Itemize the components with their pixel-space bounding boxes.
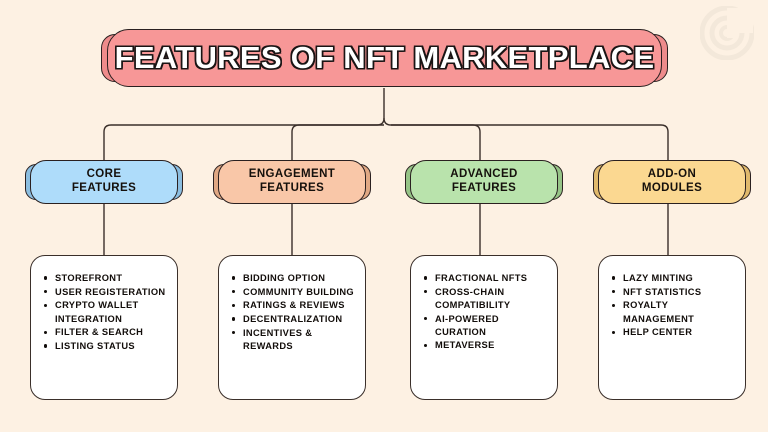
feature-list-item: COMMUNITY BUILDING <box>229 286 357 299</box>
category-label-line2: FEATURES <box>451 182 517 194</box>
category-box[interactable]: ADD-ON MODULES <box>598 160 746 204</box>
feature-list-item: CROSS-CHAIN COMPATIBILITY <box>421 286 549 312</box>
feature-list-item: METAVERSE <box>421 339 549 352</box>
feature-list-item: USER REGISTERATION <box>41 286 169 299</box>
feature-list-item: LAZY MINTING <box>609 272 737 285</box>
category-box[interactable]: CORE FEATURES <box>30 160 178 204</box>
category-box[interactable]: ENGAGEMENT FEATURES <box>218 160 366 204</box>
title-text: FEATURES OF NFT MARKETPLACE <box>114 40 655 75</box>
diagram-title: FEATURES OF NFT MARKETPLACE <box>101 29 668 87</box>
feature-list-item: STOREFRONT <box>41 272 169 285</box>
feature-list-item: AI-POWERED CURATION <box>421 313 549 339</box>
feature-list-item: ROYALTY MANAGEMENT <box>609 299 737 325</box>
feature-list-item: BIDDING OPTION <box>229 272 357 285</box>
category-core-features[interactable]: CORE FEATURES <box>25 160 183 204</box>
feature-list-item: DECENTRALIZATION <box>229 313 357 326</box>
category-advanced-features[interactable]: ADVANCED FEATURES <box>405 160 563 204</box>
category-label-line2: FEATURES <box>71 182 137 194</box>
category-label-line1: ENGAGEMENT <box>248 168 336 181</box>
category-add-on-modules[interactable]: ADD-ON MODULES <box>593 160 751 204</box>
category-label-line2: MODULES <box>641 182 703 194</box>
feature-list-item: HELP CENTER <box>609 326 737 339</box>
feature-list-item: NFT STATISTICS <box>609 286 737 299</box>
feature-list-item: LISTING STATUS <box>41 340 169 353</box>
category-label-line2: FEATURES <box>259 182 325 194</box>
category-label-line1: ADD-ON <box>647 168 697 181</box>
category-label-line1: CORE <box>86 168 122 181</box>
feature-list-item: RATINGS & REVIEWS <box>229 299 357 312</box>
title-banner: FEATURES OF NFT MARKETPLACE <box>107 29 662 87</box>
feature-list-item: FRACTIONAL NFTS <box>421 272 549 285</box>
category-box[interactable]: ADVANCED FEATURES <box>410 160 558 204</box>
feature-list-item: CRYPTO WALLET INTEGRATION <box>41 299 169 325</box>
feature-list-item: INCENTIVES & REWARDS <box>229 327 357 353</box>
category-label-line1: ADVANCED <box>450 168 518 181</box>
watermark-logo-icon <box>700 6 754 60</box>
category-engagement-features[interactable]: ENGAGEMENT FEATURES <box>213 160 371 204</box>
feature-list-item: FILTER & SEARCH <box>41 326 169 339</box>
